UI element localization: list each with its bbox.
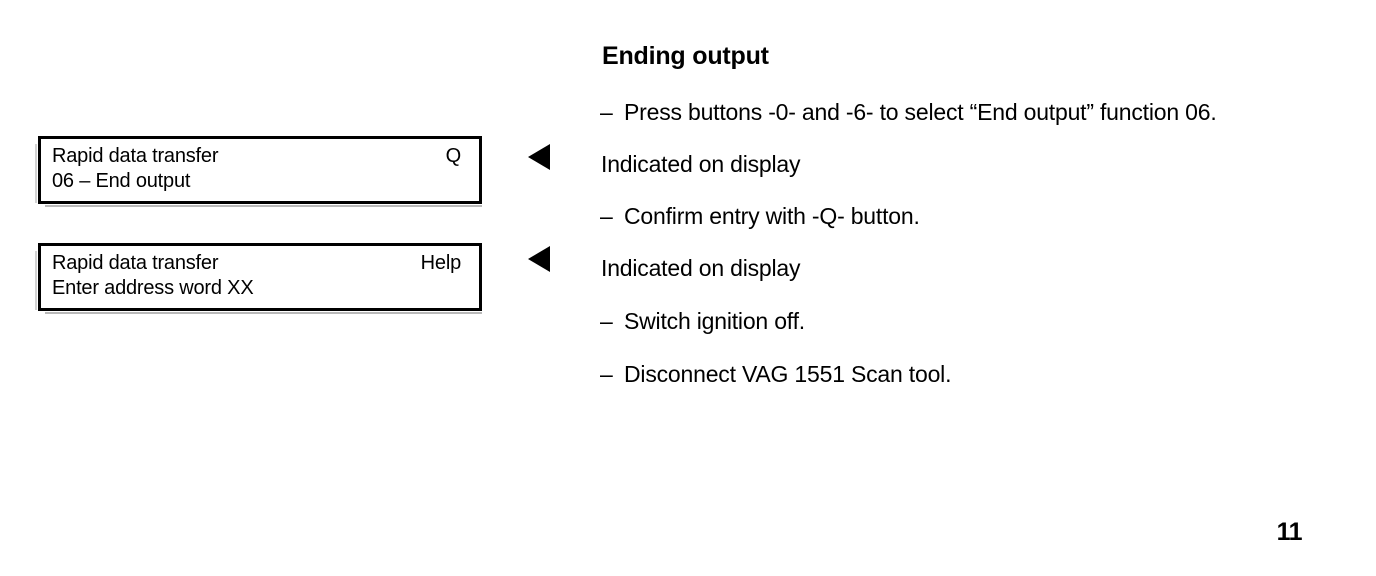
display-panel-end-output: Rapid data transfer Q 06 – End output bbox=[35, 136, 482, 207]
instruction-column: Ending output –Press buttons -0- and -6-… bbox=[600, 0, 1376, 576]
display-line-2-left: 06 – End output bbox=[52, 170, 191, 192]
display-line-1: Rapid data transfer Q bbox=[52, 144, 461, 169]
instruction-line: –Disconnect VAG 1551 Scan tool. bbox=[600, 360, 951, 388]
instruction-text: Switch ignition off. bbox=[624, 308, 805, 334]
display-line-2: 06 – End output bbox=[52, 169, 461, 194]
page-title: Ending output bbox=[602, 42, 769, 70]
instruction-line: Indicated on display bbox=[600, 150, 801, 178]
instruction-text: Press buttons -0- and -6- to select “End… bbox=[624, 99, 1217, 125]
display-line-1: Rapid data transfer Help bbox=[52, 251, 461, 276]
display-line-1-left: Rapid data transfer bbox=[52, 252, 219, 274]
instruction-text: Indicated on display bbox=[601, 151, 801, 177]
display-line-1-left: Rapid data transfer bbox=[52, 145, 219, 167]
display-panel-text: Rapid data transfer Q 06 – End output bbox=[52, 144, 461, 194]
bullet-dash: – bbox=[600, 203, 613, 229]
bullet-dash: – bbox=[600, 361, 613, 387]
instruction-text: Indicated on display bbox=[601, 255, 801, 281]
instruction-line: –Confirm entry with -Q- button. bbox=[600, 202, 920, 230]
display-panel-column: Rapid data transfer Q 06 – End output Ra… bbox=[0, 0, 510, 576]
instruction-line: Indicated on display bbox=[600, 254, 801, 282]
display-panel-address-word: Rapid data transfer Help Enter address w… bbox=[35, 243, 482, 314]
instruction-line: –Press buttons -0- and -6- to select “En… bbox=[600, 98, 1217, 126]
display-panel-text: Rapid data transfer Help Enter address w… bbox=[52, 251, 461, 301]
display-line-1-right: Q bbox=[445, 145, 462, 167]
display-line-1-right: Help bbox=[420, 252, 462, 274]
bullet-dash: – bbox=[600, 308, 613, 334]
display-line-2-left: Enter address word XX bbox=[52, 277, 254, 299]
instruction-line: –Switch ignition off. bbox=[600, 307, 805, 335]
display-line-2: Enter address word XX bbox=[52, 276, 461, 301]
left-triangle-icon bbox=[528, 144, 550, 170]
left-triangle-icon bbox=[528, 246, 550, 272]
instruction-text: Confirm entry with -Q- button. bbox=[624, 203, 920, 229]
page-number: 11 bbox=[1276, 518, 1303, 546]
instruction-text: Disconnect VAG 1551 Scan tool. bbox=[624, 361, 952, 387]
bullet-dash: – bbox=[600, 99, 613, 125]
